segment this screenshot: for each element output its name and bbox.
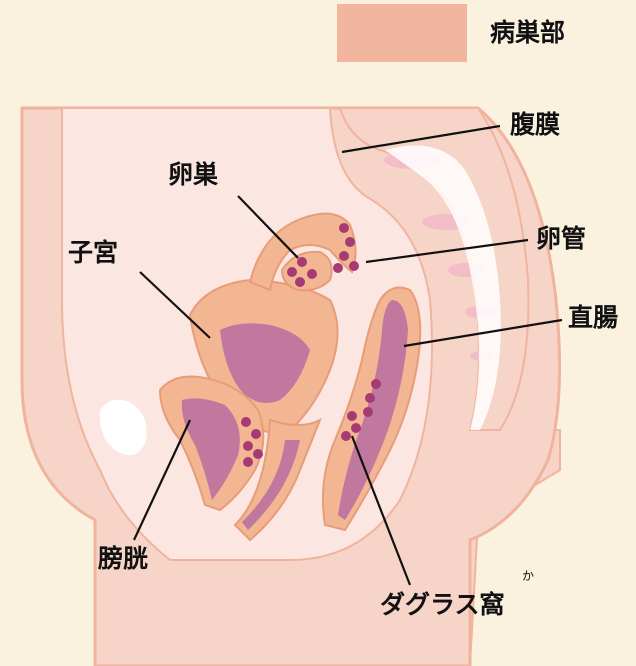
label-pouch-of-douglas: ダグラス窩 xyxy=(380,592,505,617)
legend-box xyxy=(337,4,467,62)
label-bladder: 膀胱 xyxy=(98,546,148,571)
label-rectum: 直腸 xyxy=(568,305,618,330)
label-pouch-ruby: か xyxy=(522,570,534,582)
label-peritoneum: 腹膜 xyxy=(510,112,560,137)
label-ovary: 卵巣 xyxy=(168,162,218,187)
legend-label: 病巣部 xyxy=(490,20,565,45)
label-uterus: 子宮 xyxy=(68,240,118,265)
label-fallopian-tube: 卵管 xyxy=(536,226,586,251)
